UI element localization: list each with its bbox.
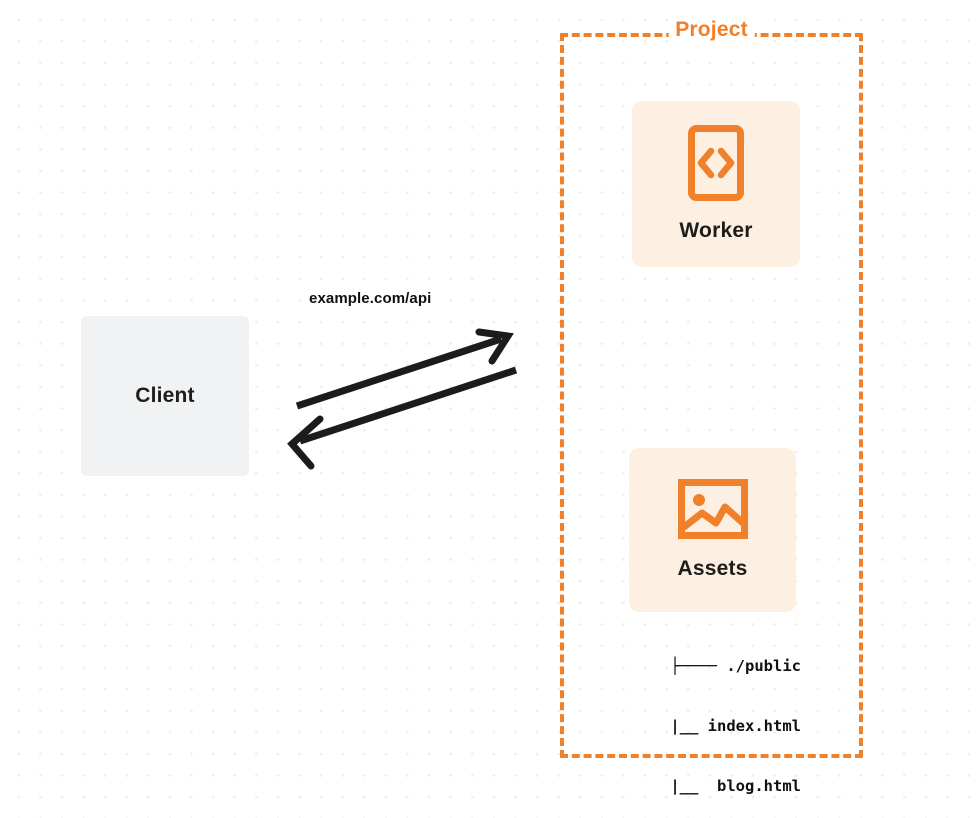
worker-label: Worker [679, 219, 753, 242]
image-icon [677, 479, 748, 539]
assets-file-tree: ├──── ./public |__ index.html |__ blog.h… [609, 616, 801, 818]
code-brackets-icon [688, 125, 744, 201]
project-group: Project Worker Assets [560, 18, 863, 795]
worker-card[interactable]: Worker [632, 101, 800, 267]
assets-card[interactable]: Assets [629, 448, 796, 612]
tree-line: |__ index.html [623, 717, 801, 735]
tree-line: |__ blog.html [623, 777, 801, 795]
client-node[interactable]: Client [81, 316, 249, 476]
arrow-left-icon [287, 366, 518, 470]
client-label: Client [135, 384, 195, 407]
arrow-right-icon [295, 328, 514, 410]
assets-label: Assets [677, 557, 748, 580]
connection-label: example.com/api [309, 290, 432, 307]
tree-line: ├──── ./public [670, 657, 801, 675]
project-title: Project [668, 18, 755, 42]
